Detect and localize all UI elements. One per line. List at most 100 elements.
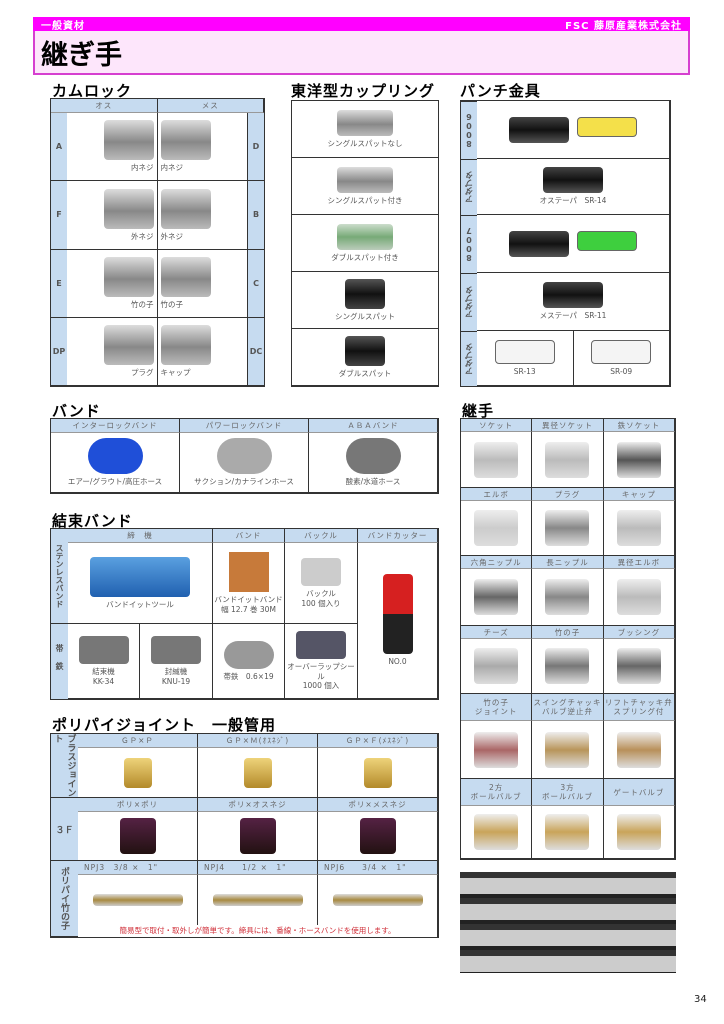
coupling-item: シングルスパット (292, 272, 438, 329)
female-code: C (248, 249, 264, 318)
fitting-image-cell (532, 569, 604, 626)
product-image (103, 325, 154, 366)
product-image (216, 438, 272, 475)
product-image (103, 256, 154, 297)
male-code: A (51, 113, 67, 182)
product-image (474, 441, 519, 478)
band-caption: サクション/カナラインホース (194, 477, 294, 487)
fitting-header: プラグ (532, 488, 604, 501)
fitting-header: ゲートバルブ (603, 779, 675, 806)
side-obitetsu: 帯鉄 (51, 624, 68, 699)
product-image (545, 731, 590, 768)
band-header: ＡＢＡバンド (309, 419, 438, 433)
male-code: E (51, 249, 67, 318)
fitting-header: 異径ソケット (532, 419, 604, 432)
punch-side-label: アダプタ (461, 273, 477, 331)
fitting-image-cell (603, 501, 675, 556)
poly-header: ＧＰ×Ｍ(ｵｽﾈｼﾞ) (198, 734, 318, 748)
fitting-image-cell (532, 721, 604, 779)
fitting-image-cell (603, 806, 675, 859)
poly-side-label: ３Ｆ (51, 798, 78, 861)
product-image (212, 894, 303, 906)
punch-side-label: アダプタ (461, 331, 477, 386)
product-image (296, 631, 346, 660)
coupling-item: ダブルスパット (292, 329, 438, 386)
product-image (123, 757, 152, 788)
product-image (337, 109, 393, 136)
poly-header: ポリ×オスネジ (198, 798, 318, 812)
fitting-header: チーズ (461, 626, 533, 639)
band-line-1: バンドイットバンド (214, 595, 283, 605)
male-code: DP (51, 317, 67, 386)
male-code: F (51, 181, 67, 250)
female-cell: 竹の子 (157, 249, 248, 318)
fitting-image-cell (461, 501, 533, 556)
category-label: 一般資材 (41, 20, 85, 32)
poly-image-cell (318, 875, 438, 925)
punch-side-label: 8007 (461, 215, 477, 273)
female-code: B (248, 181, 264, 250)
obitetsu-caption: 封緘機 (164, 667, 188, 677)
poly-image-cell (198, 875, 318, 925)
poly-side-label: ブラスジョイント (51, 734, 78, 798)
side-stainless: ステンレスバンド (51, 529, 68, 624)
male-cell: 内ネジ (67, 113, 158, 182)
band-title: バンド (52, 402, 101, 420)
fitting-image-cell (461, 569, 533, 626)
product-image (616, 648, 661, 684)
female-label: 内ネジ (160, 163, 184, 173)
toyo-table: シングルスパットなしシングルスパット付きダブルスパット付きシングルスパットダブル… (291, 100, 439, 387)
poly-header: NPJ3 3/8 × 1" (78, 861, 198, 875)
tsugite-title: 継手 (462, 402, 495, 420)
female-code: D (248, 113, 264, 182)
product-image (577, 116, 637, 137)
poly-image-cell (318, 748, 438, 798)
product-image (103, 120, 154, 161)
fitting-header: エルボ (461, 488, 533, 501)
product-image (616, 510, 661, 546)
female-cell: 内ネジ (157, 113, 248, 182)
fitting-image-cell (532, 806, 604, 859)
band-caption: 酸素/水道ホース (345, 477, 401, 487)
product-image (545, 441, 590, 478)
product-image (494, 339, 555, 364)
fitting-header: 竹の子 (532, 626, 604, 639)
warehouse-photo (460, 872, 676, 973)
product-image (337, 166, 393, 193)
coupling-item: シングルスパット付き (292, 158, 438, 215)
poly-image-cell (198, 748, 318, 798)
poly-image-cell (198, 812, 318, 861)
product-image (337, 223, 393, 250)
female-code: DC (248, 317, 264, 386)
poly-note: 簡易型で取付・取外しが簡単です。締具には、番線・ホースバンドを使用します。 (78, 925, 438, 937)
female-label: 外ネジ (160, 231, 184, 241)
page-title-box: 継ぎ手 (33, 31, 690, 75)
band-it-tool: バンドイットツール (68, 543, 213, 624)
band-it-band: バンドイットバンド幅 12.7 巻 30M (213, 543, 285, 624)
adapter-cell: SR-09 (573, 331, 670, 386)
product-image (474, 510, 519, 546)
cutter-caption: NO.0 (388, 657, 407, 667)
product-image (616, 731, 661, 768)
product-image (591, 339, 652, 364)
poly-image-cell (78, 748, 198, 798)
obitetsu-caption: オーバーラップシール (287, 662, 355, 681)
product-image (90, 556, 190, 597)
product-image (228, 552, 269, 593)
poly-header: NPJ4 1/2 × 1" (198, 861, 318, 875)
poly-header: NPJ6 3/4 × 1" (318, 861, 438, 875)
fitting-image-cell (461, 432, 533, 488)
coupling-caption: シングルスパット (335, 311, 395, 321)
fitting-header: 2方 ボールバルブ (461, 779, 533, 806)
punch-images (509, 116, 637, 143)
obitetsu-caption: 帯鉄 0.6×19 (223, 671, 274, 681)
adapter-caption: SR-13 (513, 366, 536, 376)
coupling-caption: シングルスパット付き (327, 195, 403, 205)
product-image (345, 278, 385, 309)
kessoku-table: ステンレスバンド締 機バンドバックルバンドカッターバンドイットツールバンドイット… (50, 528, 439, 700)
fitting-header: 長ニップル (532, 556, 604, 569)
